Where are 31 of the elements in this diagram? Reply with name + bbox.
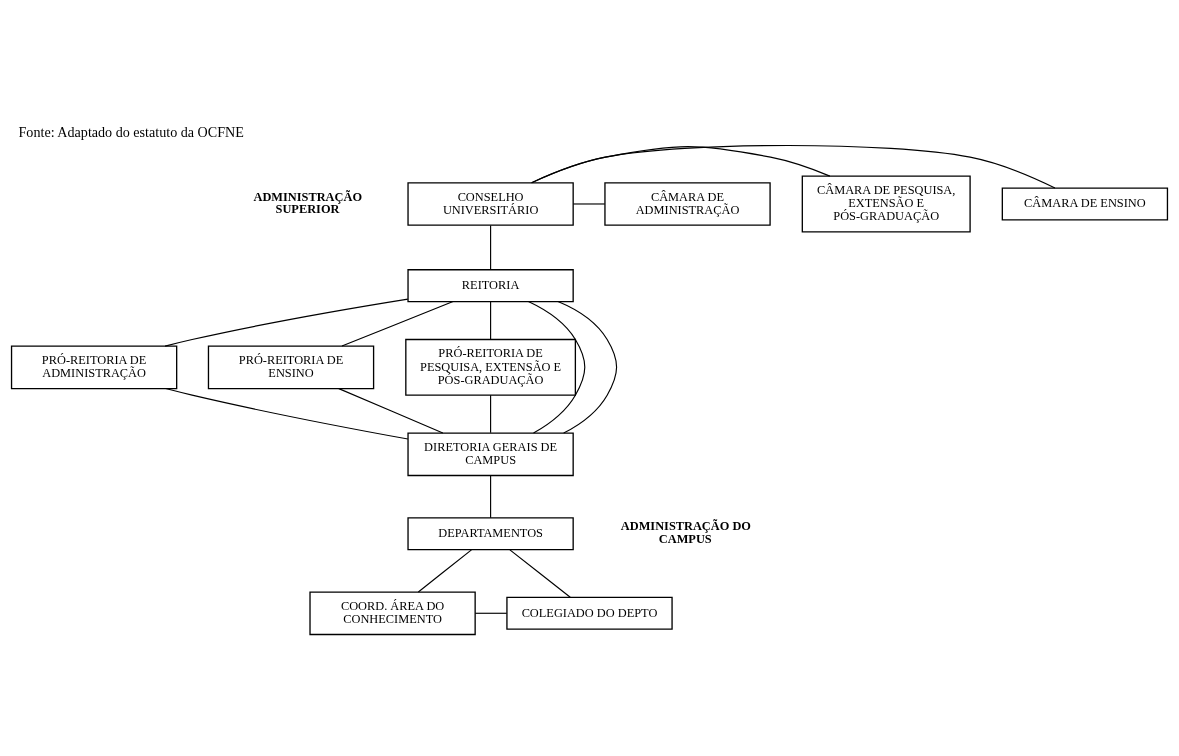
- connector: [509, 548, 571, 598]
- connector: [474, 612, 508, 614]
- connector: [557, 300, 618, 434]
- connector: [531, 145, 831, 183]
- connector: [490, 224, 492, 270]
- node-box: DIRETORIA GERAIS DE CAMPUS: [407, 431, 574, 476]
- connector: [338, 387, 444, 434]
- connector: [490, 474, 492, 518]
- connector: [527, 300, 586, 434]
- node-box: PRÓ-REITORIA DE PESQUISA, EXTENSÃO E PÓS-GRADUAÇÃO: [405, 338, 577, 396]
- label: ADMINISTRAÇÃO SUPERIOR: [253, 189, 362, 216]
- node-box: CÂMARA DE ADMINISTRAÇÃO: [604, 181, 771, 226]
- node-box: DEPARTAMENTOS: [407, 516, 574, 550]
- diagram-title: Fonte: Adaptado do estatuto da OCFNE: [18, 123, 244, 140]
- connector: [164, 298, 409, 347]
- connector: [341, 300, 454, 347]
- node-box: PRÓ-REITORIA DE ADMINISTRAÇÃO: [10, 345, 178, 389]
- connector: [531, 144, 1056, 189]
- node-box: COORD. ÁREA DO CONHECIMENTO: [309, 590, 476, 635]
- node-box: COLEGIADO DO DEPTO: [506, 596, 673, 630]
- node-box: PRÓ-REITORIA DE ENSINO: [207, 345, 375, 389]
- node-box: CÂMARA DE PESQUISA, EXTENSÃO E PÓS-GRADUAÇÃO: [801, 175, 971, 232]
- node-box: CÂMARA DE ENSINO: [1001, 186, 1169, 221]
- connector: [417, 548, 473, 593]
- label: ADMINISTRAÇÃO DO CAMPUS: [620, 518, 751, 546]
- node-box: REITORIA: [407, 268, 574, 302]
- connector: [490, 300, 492, 340]
- connector: [572, 202, 606, 205]
- connector: [165, 387, 409, 440]
- node-box: CONSELHO UNIVERSITÁRIO: [407, 181, 574, 226]
- connector: [490, 394, 492, 433]
